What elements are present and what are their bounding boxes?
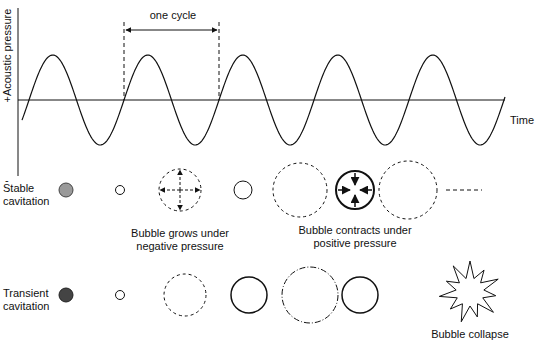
bubble-dashed <box>273 163 327 217</box>
bubble-dashed <box>159 169 201 211</box>
time-axis <box>18 100 505 101</box>
row-label: Stable cavitation <box>3 182 55 208</box>
bubble-dashed <box>379 161 437 219</box>
collapse-starburst <box>439 261 498 322</box>
cycle-label: one cycle <box>148 9 198 22</box>
pressure-axis <box>18 8 19 176</box>
cycle-arrow <box>126 30 217 31</box>
cycle-marker <box>124 22 125 100</box>
bubble <box>234 181 252 199</box>
bubble <box>116 291 125 300</box>
bubble-dashed <box>164 274 206 316</box>
bubble <box>59 288 73 302</box>
bubble <box>116 186 125 195</box>
bubble <box>59 183 73 197</box>
annotation: Bubble contracts under positive pressure <box>290 224 420 250</box>
axis-label: Time <box>510 114 534 127</box>
contraction-arrows <box>338 173 372 207</box>
annotation: Bubble grows under negative pressure <box>120 227 240 253</box>
annotation: Bubble collapse <box>431 328 509 341</box>
continuation-line <box>446 190 482 191</box>
axis-label: +Acoustic pressure <box>1 9 14 103</box>
row-label: Transient cavitation <box>3 287 61 313</box>
growth-arrows <box>160 170 200 210</box>
bubble-contracting <box>336 171 374 209</box>
bubble-dashdot <box>282 267 338 323</box>
bubble <box>231 277 267 313</box>
bubble <box>342 277 378 313</box>
cycle-marker <box>219 22 220 100</box>
